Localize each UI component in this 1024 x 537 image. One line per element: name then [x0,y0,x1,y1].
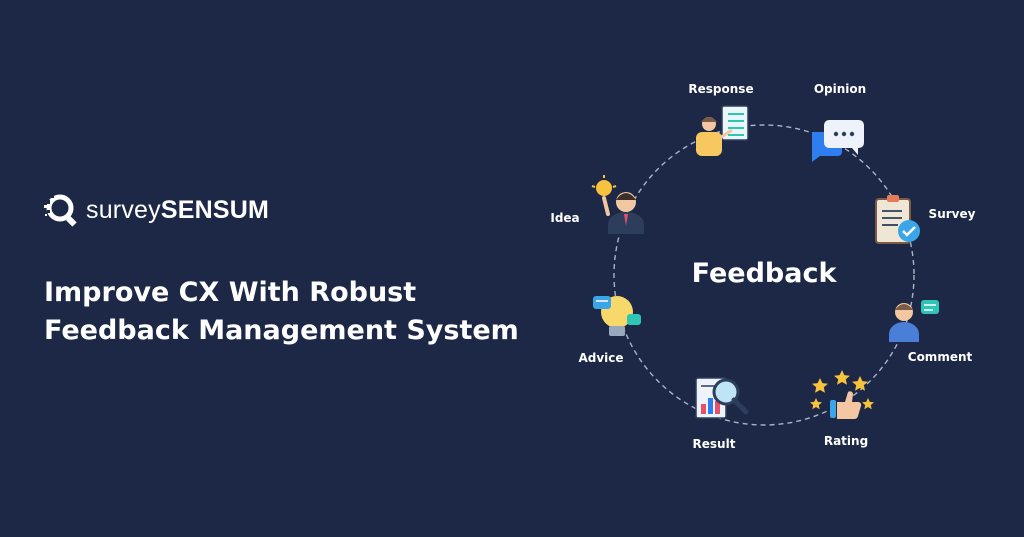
headline-line-1: Improve CX With Robust [44,277,417,308]
chat-bubbles-icon [812,120,864,162]
headline: Improve CX With Robust Feedback Manageme… [44,274,519,350]
headline-line-2: Feedback Management System [44,315,519,346]
node-label-opinion: Opinion [813,82,867,96]
person-message-icon [889,300,939,342]
brand-logo: surveySENSUM [44,192,269,228]
brand-name-light: survey [86,195,161,224]
brand-wordmark: surveySENSUM [86,196,269,225]
node-label-survey: Survey [928,207,976,221]
node-label-advice: Advice [578,351,624,365]
node-label-rating: Rating [823,434,869,448]
clipboard-check-icon [875,195,920,244]
node-label-response: Response [688,82,754,96]
businessman-idea-icon [591,175,644,234]
node-label-idea: Idea [550,211,580,225]
magnifier-pixel-logo-icon [44,194,77,227]
report-magnifier-icon [695,377,749,419]
node-label-comment: Comment [907,350,973,364]
checklist-presenter-icon [696,105,749,156]
thumbs-up-stars-icon [810,370,874,420]
cycle-center-label: Feedback [691,258,837,289]
lightbulb-chat-icon [593,296,641,336]
brand-name-bold: SENSUM [160,195,270,224]
dashed-ring [613,124,915,426]
node-label-result: Result [692,437,736,451]
